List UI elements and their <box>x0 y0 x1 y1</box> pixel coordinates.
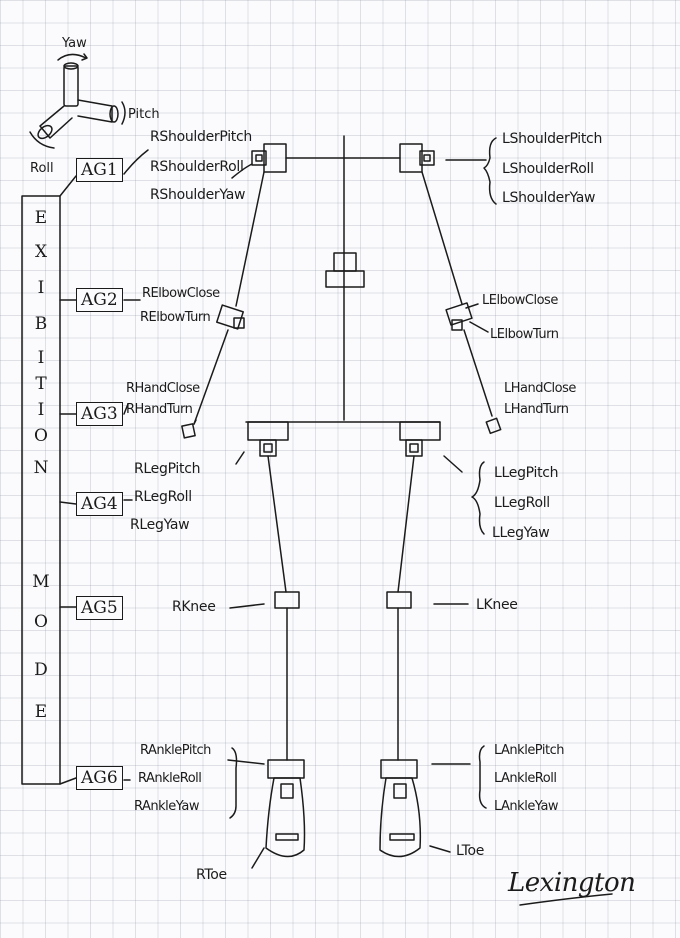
ag1-box: AG1 <box>76 158 123 182</box>
r-shoulder-pitch-label: RShoulderPitch <box>150 129 252 145</box>
mode-letter: E <box>34 702 48 722</box>
mode-letter: B <box>34 314 48 334</box>
l-leg-yaw-label: LLegYaw <box>492 525 550 541</box>
mode-letter: I <box>37 278 45 298</box>
l-hand-close-label: LHandClose <box>504 381 576 396</box>
torso <box>245 135 441 423</box>
l-shoulder-roll-label: LShoulderRoll <box>502 161 594 177</box>
l-ankle-roll-label: LAnkleRoll <box>494 771 557 786</box>
l-toe-label: LToe <box>456 843 485 859</box>
mode-letter: X <box>34 242 48 262</box>
roll-label: Roll <box>30 161 54 176</box>
r-leg-yaw-label: RLegYaw <box>130 517 190 533</box>
mode-letter: O <box>34 612 48 632</box>
ag1-link <box>59 175 77 197</box>
l-shoulder-pitch-label: LShoulderPitch <box>502 131 603 147</box>
r-ankle-roll-label: RAnkleRoll <box>138 771 202 786</box>
l-ankle-yaw-label: LAnkleYaw <box>494 799 559 814</box>
r-shoulder-roll-label: RShoulderRoll <box>150 159 244 175</box>
r-elbow-close-label: RElbowClose <box>142 286 220 301</box>
signature: Lexington <box>508 868 636 898</box>
mode-letter: I <box>37 348 45 368</box>
ag6-box: AG6 <box>76 766 123 790</box>
l-elbow-close-label: LElbowClose <box>482 293 558 308</box>
mode-letter: E <box>34 208 48 228</box>
mode-letter: M <box>32 572 50 592</box>
ag3-box: AG3 <box>76 402 123 426</box>
rotation-axes-icon <box>29 53 126 149</box>
signature-flourish <box>519 893 613 906</box>
r-hand-turn-label: RHandTurn <box>126 402 193 417</box>
r-leg-roll-label: RLegRoll <box>134 489 192 505</box>
left-arm <box>399 143 502 435</box>
l-elbow-turn-label: LElbowTurn <box>490 327 559 342</box>
mode-letter: D <box>34 660 48 680</box>
mode-letter: O <box>34 426 48 446</box>
ag5-box: AG5 <box>76 596 123 620</box>
r-elbow-turn-label: RElbowTurn <box>140 310 211 325</box>
l-hand-turn-label: LHandTurn <box>504 402 569 417</box>
l-knee-label: LKnee <box>476 597 518 613</box>
ag2-box: AG2 <box>76 288 123 312</box>
l-leg-pitch-label: LLegPitch <box>494 465 559 481</box>
right-arm <box>181 143 287 439</box>
mode-letter: T <box>35 374 47 394</box>
ag4-link <box>59 501 77 505</box>
yaw-label: Yaw <box>62 36 87 51</box>
l-shoulder-yaw-label: LShoulderYaw <box>502 190 596 206</box>
r-ankle-pitch-label: RAnklePitch <box>140 743 211 758</box>
exhibition-mode-bar <box>21 195 61 785</box>
r-ankle-yaw-label: RAnkleYaw <box>134 799 200 814</box>
l-leg-roll-label: LLegRoll <box>494 495 550 511</box>
ag4-box: AG4 <box>76 492 123 516</box>
pitch-label: Pitch <box>128 107 160 122</box>
r-toe-label: RToe <box>196 867 227 883</box>
mode-letter: N <box>33 458 49 478</box>
right-leg <box>247 421 306 858</box>
r-hand-close-label: RHandClose <box>126 381 200 396</box>
l-ankle-pitch-label: LAnklePitch <box>494 743 564 758</box>
mode-letter: I <box>37 400 45 420</box>
left-leg <box>379 421 441 858</box>
r-shoulder-yaw-label: RShoulderYaw <box>150 187 246 203</box>
r-leg-pitch-label: RLegPitch <box>134 461 201 477</box>
ag6-link <box>59 777 77 785</box>
r-knee-label: RKnee <box>172 599 216 615</box>
